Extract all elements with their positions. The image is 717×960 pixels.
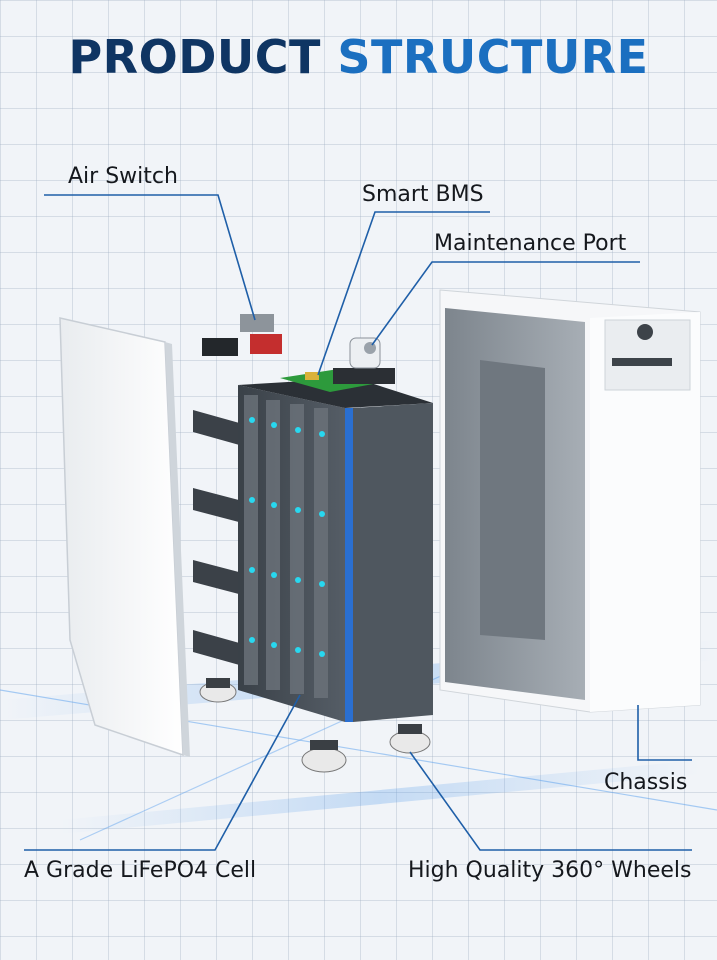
leader-chassis (637, 705, 692, 761)
leader-wheels (409, 751, 692, 851)
air-switch-parts (202, 314, 282, 356)
leader-smart-bms (317, 211, 490, 376)
leader-cell (24, 694, 301, 851)
chassis-enclosure (439, 289, 701, 713)
page-title: PRODUCT STRUCTURE (0, 30, 717, 84)
label-maintenance-port: Maintenance Port (434, 231, 627, 256)
title-part-1: PRODUCT (68, 30, 321, 84)
bms-board (280, 368, 395, 392)
wheels (199, 678, 431, 773)
label-smart-bms: Smart BMS (362, 182, 484, 207)
battery-cell-pack (238, 378, 433, 722)
maintenance-port-part (349, 337, 381, 369)
title-part-2: STRUCTURE (337, 30, 649, 84)
label-chassis: Chassis (604, 770, 688, 795)
label-cell: A Grade LiFePO4 Cell (24, 858, 257, 883)
leader-air-switch (44, 194, 256, 321)
label-air-switch: Air Switch (68, 164, 178, 189)
side-panel (59, 317, 190, 757)
label-wheels: High Quality 360° Wheels (408, 858, 692, 883)
leader-maintenance-port (371, 261, 640, 346)
leader-lines (24, 194, 692, 851)
